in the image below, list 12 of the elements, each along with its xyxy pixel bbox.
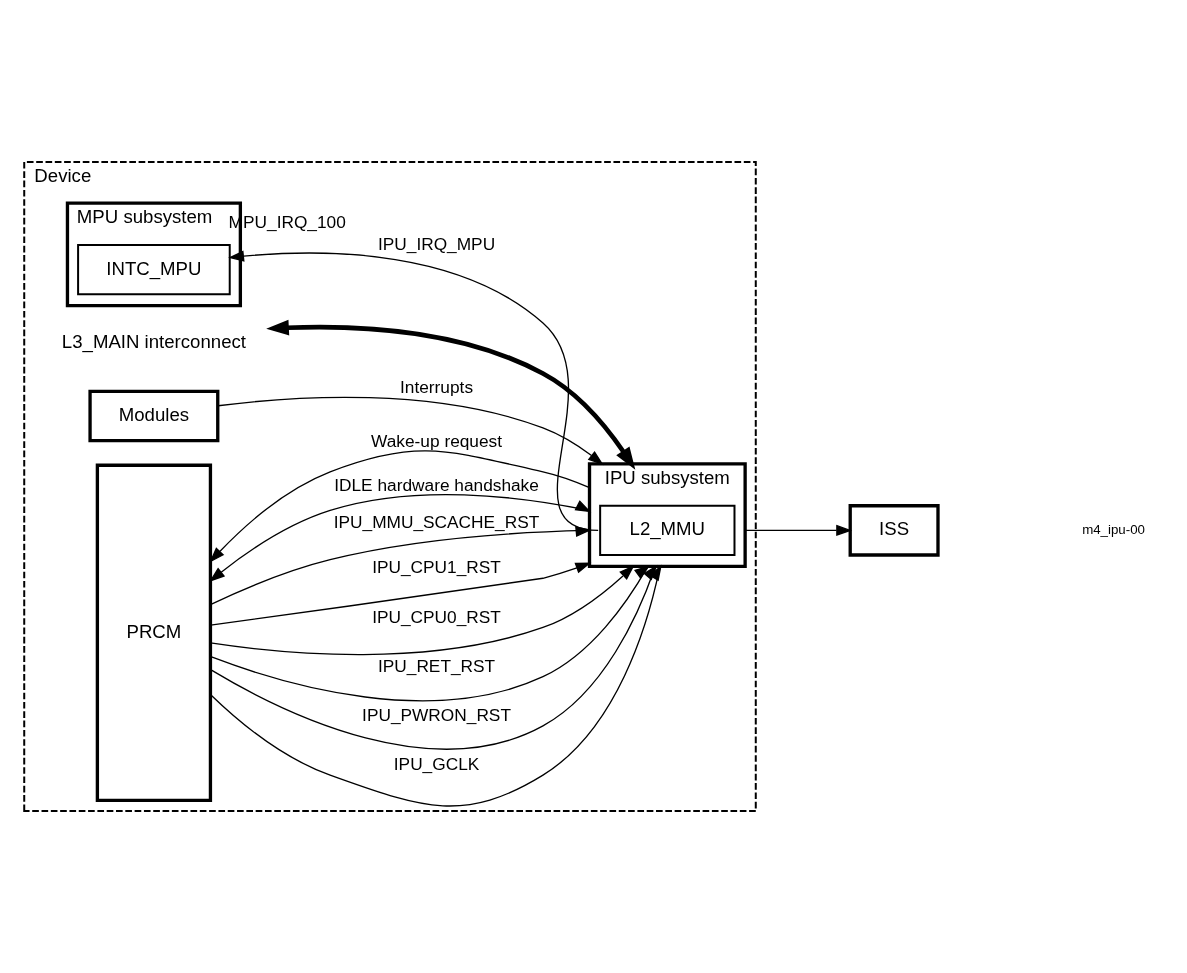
edge-label: IPU_RET_RST	[377, 655, 496, 676]
edge-label: IPU_PWRON_RST	[362, 705, 511, 726]
edge-label: IPU_GCLK	[393, 754, 480, 775]
label: m4_ipu-00	[1082, 521, 1145, 537]
edge-label: IPU_MMU_SCACHE_RST	[333, 512, 540, 533]
edge-label: IPU_IRQ_MPU	[377, 234, 496, 255]
edge-label: Wake-up request	[371, 431, 503, 452]
edge-label: IPU_CPU1_RST	[372, 557, 501, 578]
edge-label: IPU_CPU0_RST	[372, 606, 501, 627]
node-text: L3_MAIN interconnect	[61, 330, 246, 352]
edge-label: IDLE hardware handshake	[334, 475, 539, 496]
edge-label: Interrupts	[400, 376, 474, 397]
